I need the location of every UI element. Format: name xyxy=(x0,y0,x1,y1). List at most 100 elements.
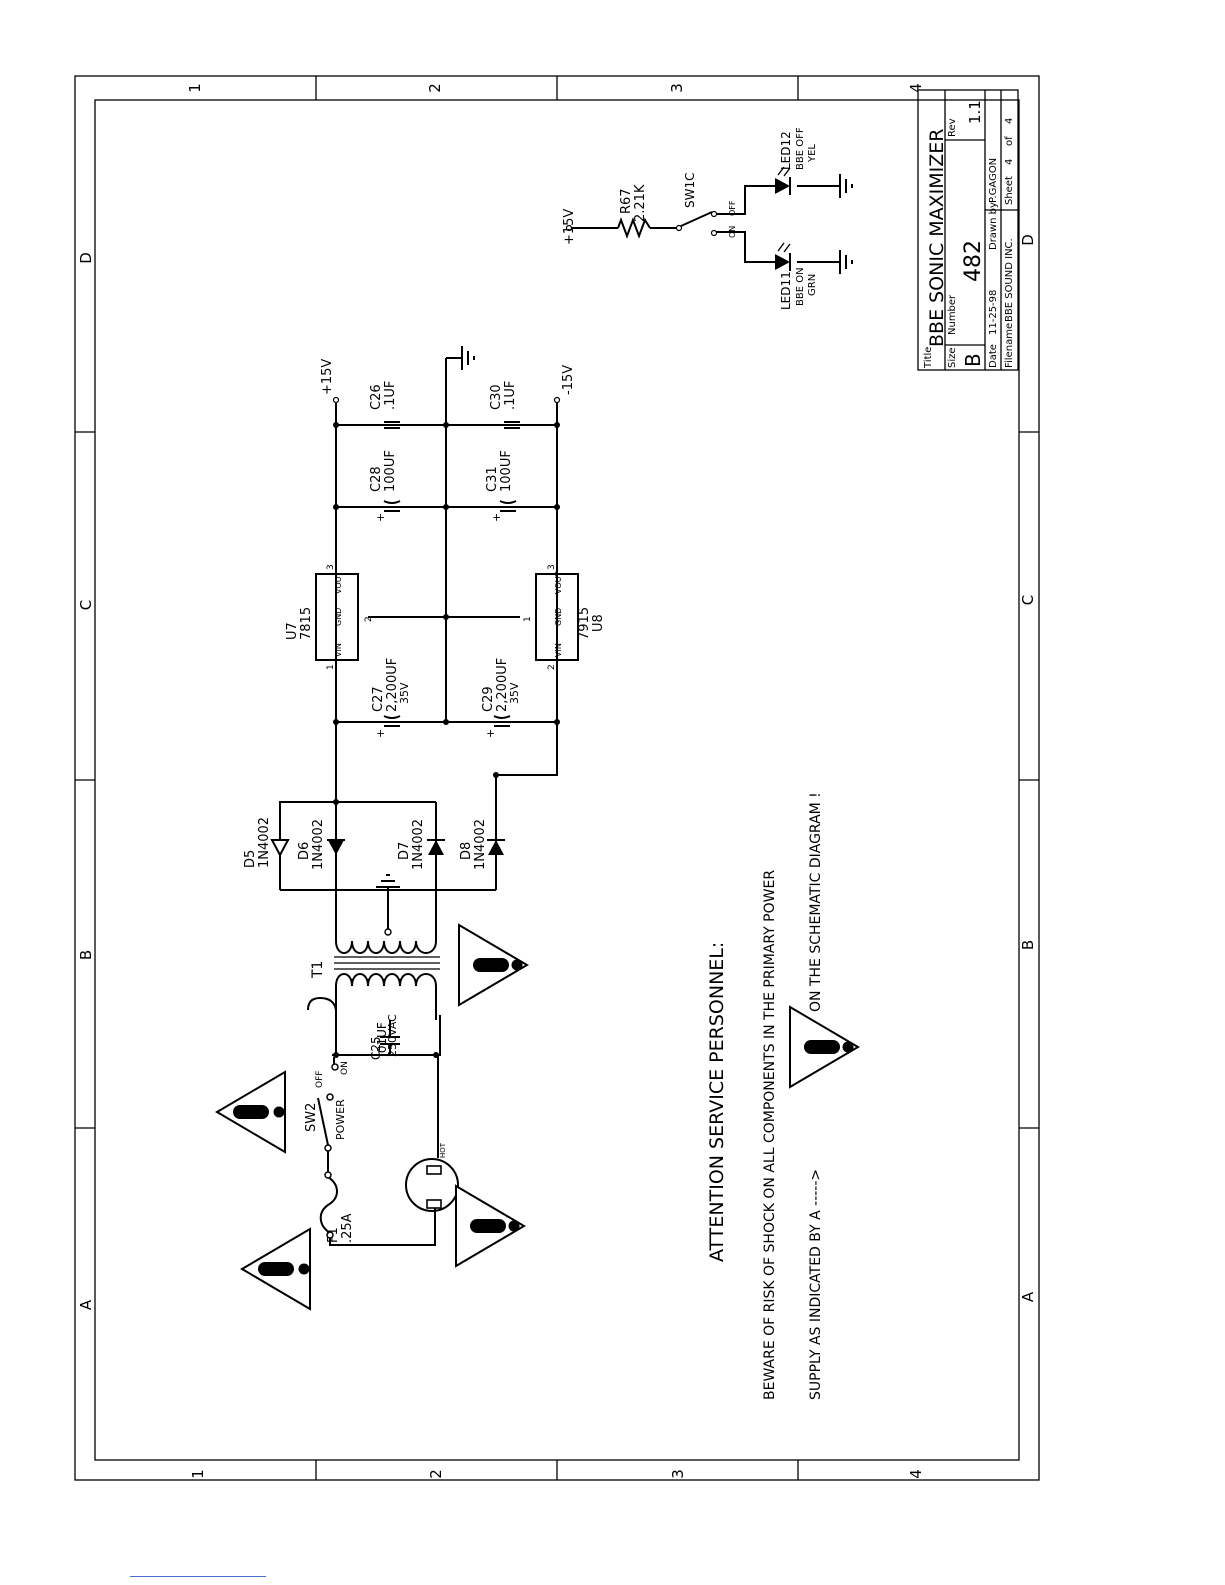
u7-vout: VOUT xyxy=(334,572,343,594)
sw2-name: POWER xyxy=(334,1099,347,1140)
sw1c-on: ON xyxy=(728,226,737,238)
zone-numbers: 1 2 3 4 1 2 3 4 xyxy=(186,83,925,1479)
sheet-number: 4 xyxy=(1004,159,1015,165)
fuse-f1: F1 .25A xyxy=(319,1171,355,1243)
ac-plug: HOT xyxy=(405,1142,459,1212)
warning-icon xyxy=(455,1184,526,1268)
led12-ref: LED12 xyxy=(779,131,793,170)
d5-ref: D5 xyxy=(243,850,258,868)
zone-number-bottom-1: 1 xyxy=(189,1469,207,1479)
title-value: BBE SONIC MAXIMIZER xyxy=(926,129,948,347)
c31-plus: + xyxy=(490,513,503,522)
ground-symbol-rail xyxy=(461,346,475,370)
c27-ref: C27 xyxy=(371,686,386,712)
warning-icon xyxy=(215,1070,286,1154)
zone-letter-right-b: B xyxy=(1019,940,1037,950)
d6-ref: D6 xyxy=(297,842,312,860)
warning-icon xyxy=(458,923,529,1007)
d7-ref: D7 xyxy=(397,842,412,860)
led-supply: +15V xyxy=(562,209,577,245)
capacitor-c30: C30 .1UF xyxy=(489,381,520,429)
c25-value: .01UF xyxy=(375,1022,389,1057)
r67-value: 2.21K xyxy=(633,184,648,222)
sw2-ref: SW2 xyxy=(304,1103,319,1132)
rail-labels: +15V -15V xyxy=(320,359,576,404)
led12-line1: BBE OFF xyxy=(795,127,806,170)
d8-ref: D8 xyxy=(459,842,474,860)
number-value: 482 xyxy=(961,240,986,282)
d5-value: 1N4002 xyxy=(257,817,272,868)
service-notice: ATTENTION SERVICE PERSONNEL: BEWARE OF R… xyxy=(706,792,824,1400)
notice-line3: ON THE SCHEMATIC DIAGRAM ! xyxy=(808,792,824,1012)
rev-label: Rev xyxy=(947,118,958,137)
c27-rating: 35V xyxy=(398,682,411,704)
filename-value: BBE SOUND INC. xyxy=(1004,238,1015,322)
r67-ref: R67 xyxy=(619,188,634,214)
u7-pin3: 3 xyxy=(326,564,336,570)
zone-number-top-3: 3 xyxy=(668,83,686,93)
zone-letter-left-c: C xyxy=(77,600,95,610)
size-label: Size xyxy=(947,347,958,368)
u8-pin1: 1 xyxy=(523,616,533,622)
t1-ref: T1 xyxy=(310,961,326,979)
u8-pin3: 3 xyxy=(547,564,557,570)
rail-neg-label: -15V xyxy=(561,365,576,395)
rev-value: 1.1 xyxy=(966,100,984,124)
led-led12: LED12 BBE OFF YEL xyxy=(775,127,818,195)
f1-value: .25A xyxy=(340,1213,355,1243)
capacitor-c29: + C29 2,200UF 35V xyxy=(481,658,521,738)
zone-number-bottom-2: 2 xyxy=(427,1469,445,1479)
c29-rating: 35V xyxy=(508,682,521,704)
c27-plus: + xyxy=(374,729,387,738)
zone-letter-right-a: A xyxy=(1019,1291,1037,1302)
d8-value: 1N4002 xyxy=(473,819,488,870)
size-value: B xyxy=(961,353,985,367)
notice-line2: SUPPLY AS INDICATED BY A -----> xyxy=(808,1169,824,1400)
zone-letter-left-d: D xyxy=(77,252,95,264)
c26-ref: C26 xyxy=(369,384,384,410)
u7-value: 7815 xyxy=(299,607,314,640)
u8-value: 7915 xyxy=(577,607,592,640)
c28-ref: C28 xyxy=(369,466,384,492)
zone-letter-right-c: C xyxy=(1019,595,1037,605)
capacitor-c31: + C31 100UF xyxy=(485,450,517,522)
filename-label: Filename xyxy=(1004,323,1015,368)
sheet-of-label: of xyxy=(1004,136,1015,146)
u7-vin: VIN xyxy=(334,643,343,657)
c27-value: 2,200UF xyxy=(385,658,400,712)
date-value: 11-25-98 xyxy=(988,290,999,335)
zone-number-top-2: 2 xyxy=(426,83,444,93)
date-label: Date xyxy=(988,344,999,368)
sheet-border xyxy=(74,75,1040,1481)
u7-gnd: GND xyxy=(334,608,343,626)
c31-ref: C31 xyxy=(485,466,500,492)
junction-dots xyxy=(333,422,560,1058)
u7-pin1: 1 xyxy=(326,664,336,670)
number-label: Number xyxy=(947,294,958,335)
c30-ref: C30 xyxy=(489,384,504,410)
transformer-t1: T1 xyxy=(307,928,440,1011)
capacitor-c26: C26 .1UF xyxy=(369,381,400,429)
zone-letters: A B C D A B C D xyxy=(77,234,1037,1310)
c29-value: 2,200UF xyxy=(495,658,510,712)
capacitor-c28: + C28 100UF xyxy=(369,450,401,522)
zone-letter-left-a: A xyxy=(77,1299,95,1310)
power-switch-sw2: SW2 POWER OFF ON xyxy=(304,1057,350,1152)
u8-vout: VOUT xyxy=(554,572,563,594)
sheet-total: 4 xyxy=(1004,118,1015,124)
regulator-u7: U7 7815 VIN GND VOUT 1 2 3 xyxy=(285,564,374,670)
led12-line2: YEL xyxy=(807,144,818,163)
d7-value: 1N4002 xyxy=(411,819,426,870)
footer-link-underline xyxy=(130,1576,266,1577)
resistor-r67: R67 2.21K xyxy=(617,184,651,239)
diode-d5: D5 1N4002 xyxy=(243,817,290,868)
sw1c-ref: SW1C xyxy=(683,173,697,209)
u8-gnd: GND xyxy=(554,608,563,626)
warning-icon xyxy=(240,1227,311,1311)
regulator-u8: 7915 U8 VIN GND VOUT 1 2 3 xyxy=(523,564,606,670)
switch-sw1c: SW1C OFF ON xyxy=(675,173,737,238)
f1-ref: F1 xyxy=(326,1227,341,1243)
diode-d6: D6 1N4002 xyxy=(297,819,345,870)
c25-ref: C25 xyxy=(369,1036,383,1060)
